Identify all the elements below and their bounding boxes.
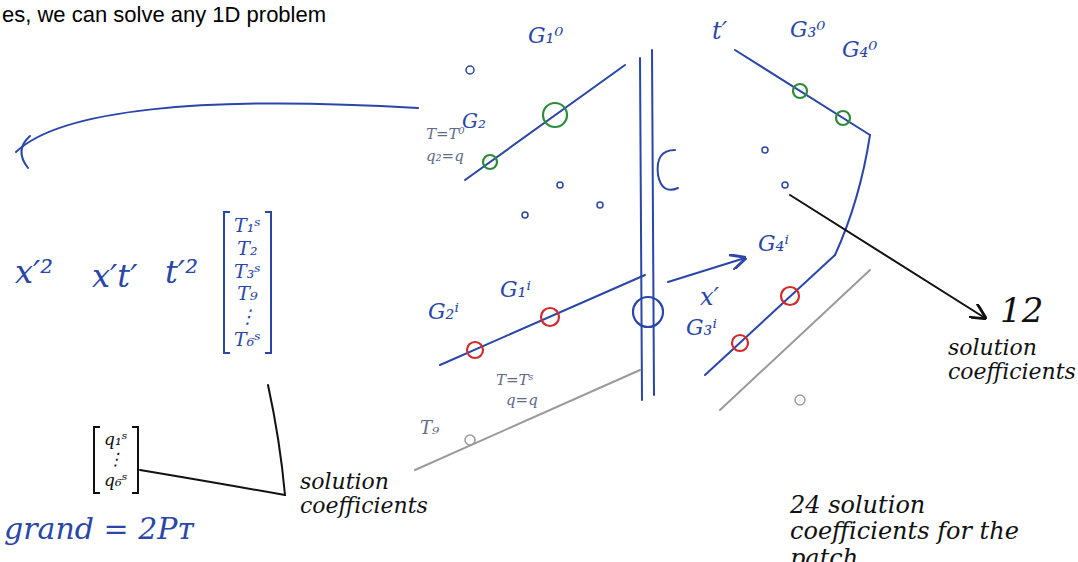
vector-entry: q₆ˢ — [104, 470, 127, 490]
vector-bracket: q₁ˢ⋮q₆ˢ — [92, 425, 139, 494]
vector-bracket: T₁ˢT₂T₃ˢT₉⋮T₆ˢ — [222, 210, 273, 355]
point-label: G₄ⁱ — [758, 232, 789, 256]
vector-entry: ⋮ — [234, 305, 261, 328]
dot-mark — [782, 182, 788, 188]
brace-line — [140, 470, 285, 495]
note-text: 24 solution coefficients for the patch — [790, 492, 1060, 562]
formula-term: x′t′ — [92, 259, 137, 294]
element-edge — [735, 50, 870, 135]
point-label: G₃ⁱ — [686, 316, 717, 340]
boundary-point — [836, 111, 850, 125]
vector-entry: T₁ˢ — [234, 214, 261, 237]
right-bracket — [265, 212, 271, 353]
grey-mark — [465, 435, 475, 445]
boundary-point — [793, 84, 807, 98]
brace-line — [268, 385, 285, 495]
interface-point — [541, 308, 559, 326]
boundary-point — [543, 103, 567, 127]
element-edge — [465, 65, 625, 180]
point-label: G₄⁰ — [842, 38, 877, 62]
condition-text: T=Tˢ — [496, 372, 534, 389]
heading-text: es, we can solve any 1D problem — [2, 2, 326, 28]
condition-text: q₂=q — [426, 148, 464, 165]
point-label: G₁⁰ — [528, 24, 563, 48]
dot-mark — [466, 66, 474, 74]
axis-label: t′ — [712, 18, 727, 44]
formula-term: t′² — [165, 255, 198, 290]
right-bracket — [132, 427, 138, 493]
formula-term: x′² — [15, 255, 53, 290]
condition-text: q=q — [506, 392, 538, 409]
leader-arrow — [790, 195, 985, 318]
neighbour-edge — [720, 270, 870, 410]
element-edge — [440, 275, 645, 365]
formula-text: grand = 2Pᴛ — [4, 512, 194, 545]
axis-label: x′ — [700, 284, 719, 310]
element-edge — [835, 135, 870, 255]
interface-point — [732, 335, 748, 351]
dot-mark — [597, 202, 603, 208]
note-text: solution coefficients — [948, 336, 1073, 384]
origin-circle — [633, 297, 663, 327]
condition-text: T₉ — [420, 418, 439, 438]
vector-entry: T₃ˢ — [234, 260, 261, 283]
boundary-point — [483, 155, 497, 169]
neighbour-edge — [415, 370, 640, 470]
vector-entry: ⋮ — [104, 449, 127, 469]
leader-curve — [16, 103, 418, 152]
point-label: G₂ⁱ — [428, 300, 459, 324]
interface-point — [781, 287, 799, 305]
dot-mark — [522, 212, 528, 218]
interface-line — [640, 58, 642, 400]
dot-mark — [557, 182, 563, 188]
interface-line — [652, 50, 654, 395]
note-text: solution coefficients — [300, 470, 420, 518]
interface-point — [467, 342, 483, 358]
vector-entry: q₁ˢ — [104, 429, 127, 449]
vector-entry: T₂ — [234, 237, 261, 260]
vector-entry: T₉ — [234, 282, 261, 305]
dot-mark — [762, 147, 768, 153]
curve-hook — [21, 136, 30, 168]
count-number: 12 — [1000, 292, 1043, 329]
axis-arrow — [668, 258, 745, 282]
point-label: G₃⁰ — [790, 18, 825, 42]
vector-entry: T₆ˢ — [234, 328, 261, 351]
grey-mark — [795, 395, 805, 405]
point-label: G₂ — [462, 110, 486, 132]
condition-text: T=T⁰ — [426, 126, 465, 143]
left-bracket — [94, 427, 100, 493]
left-bracket — [224, 212, 230, 353]
curl-mark — [658, 150, 678, 190]
point-label: G₁ⁱ — [500, 278, 531, 302]
element-edge — [705, 255, 835, 375]
